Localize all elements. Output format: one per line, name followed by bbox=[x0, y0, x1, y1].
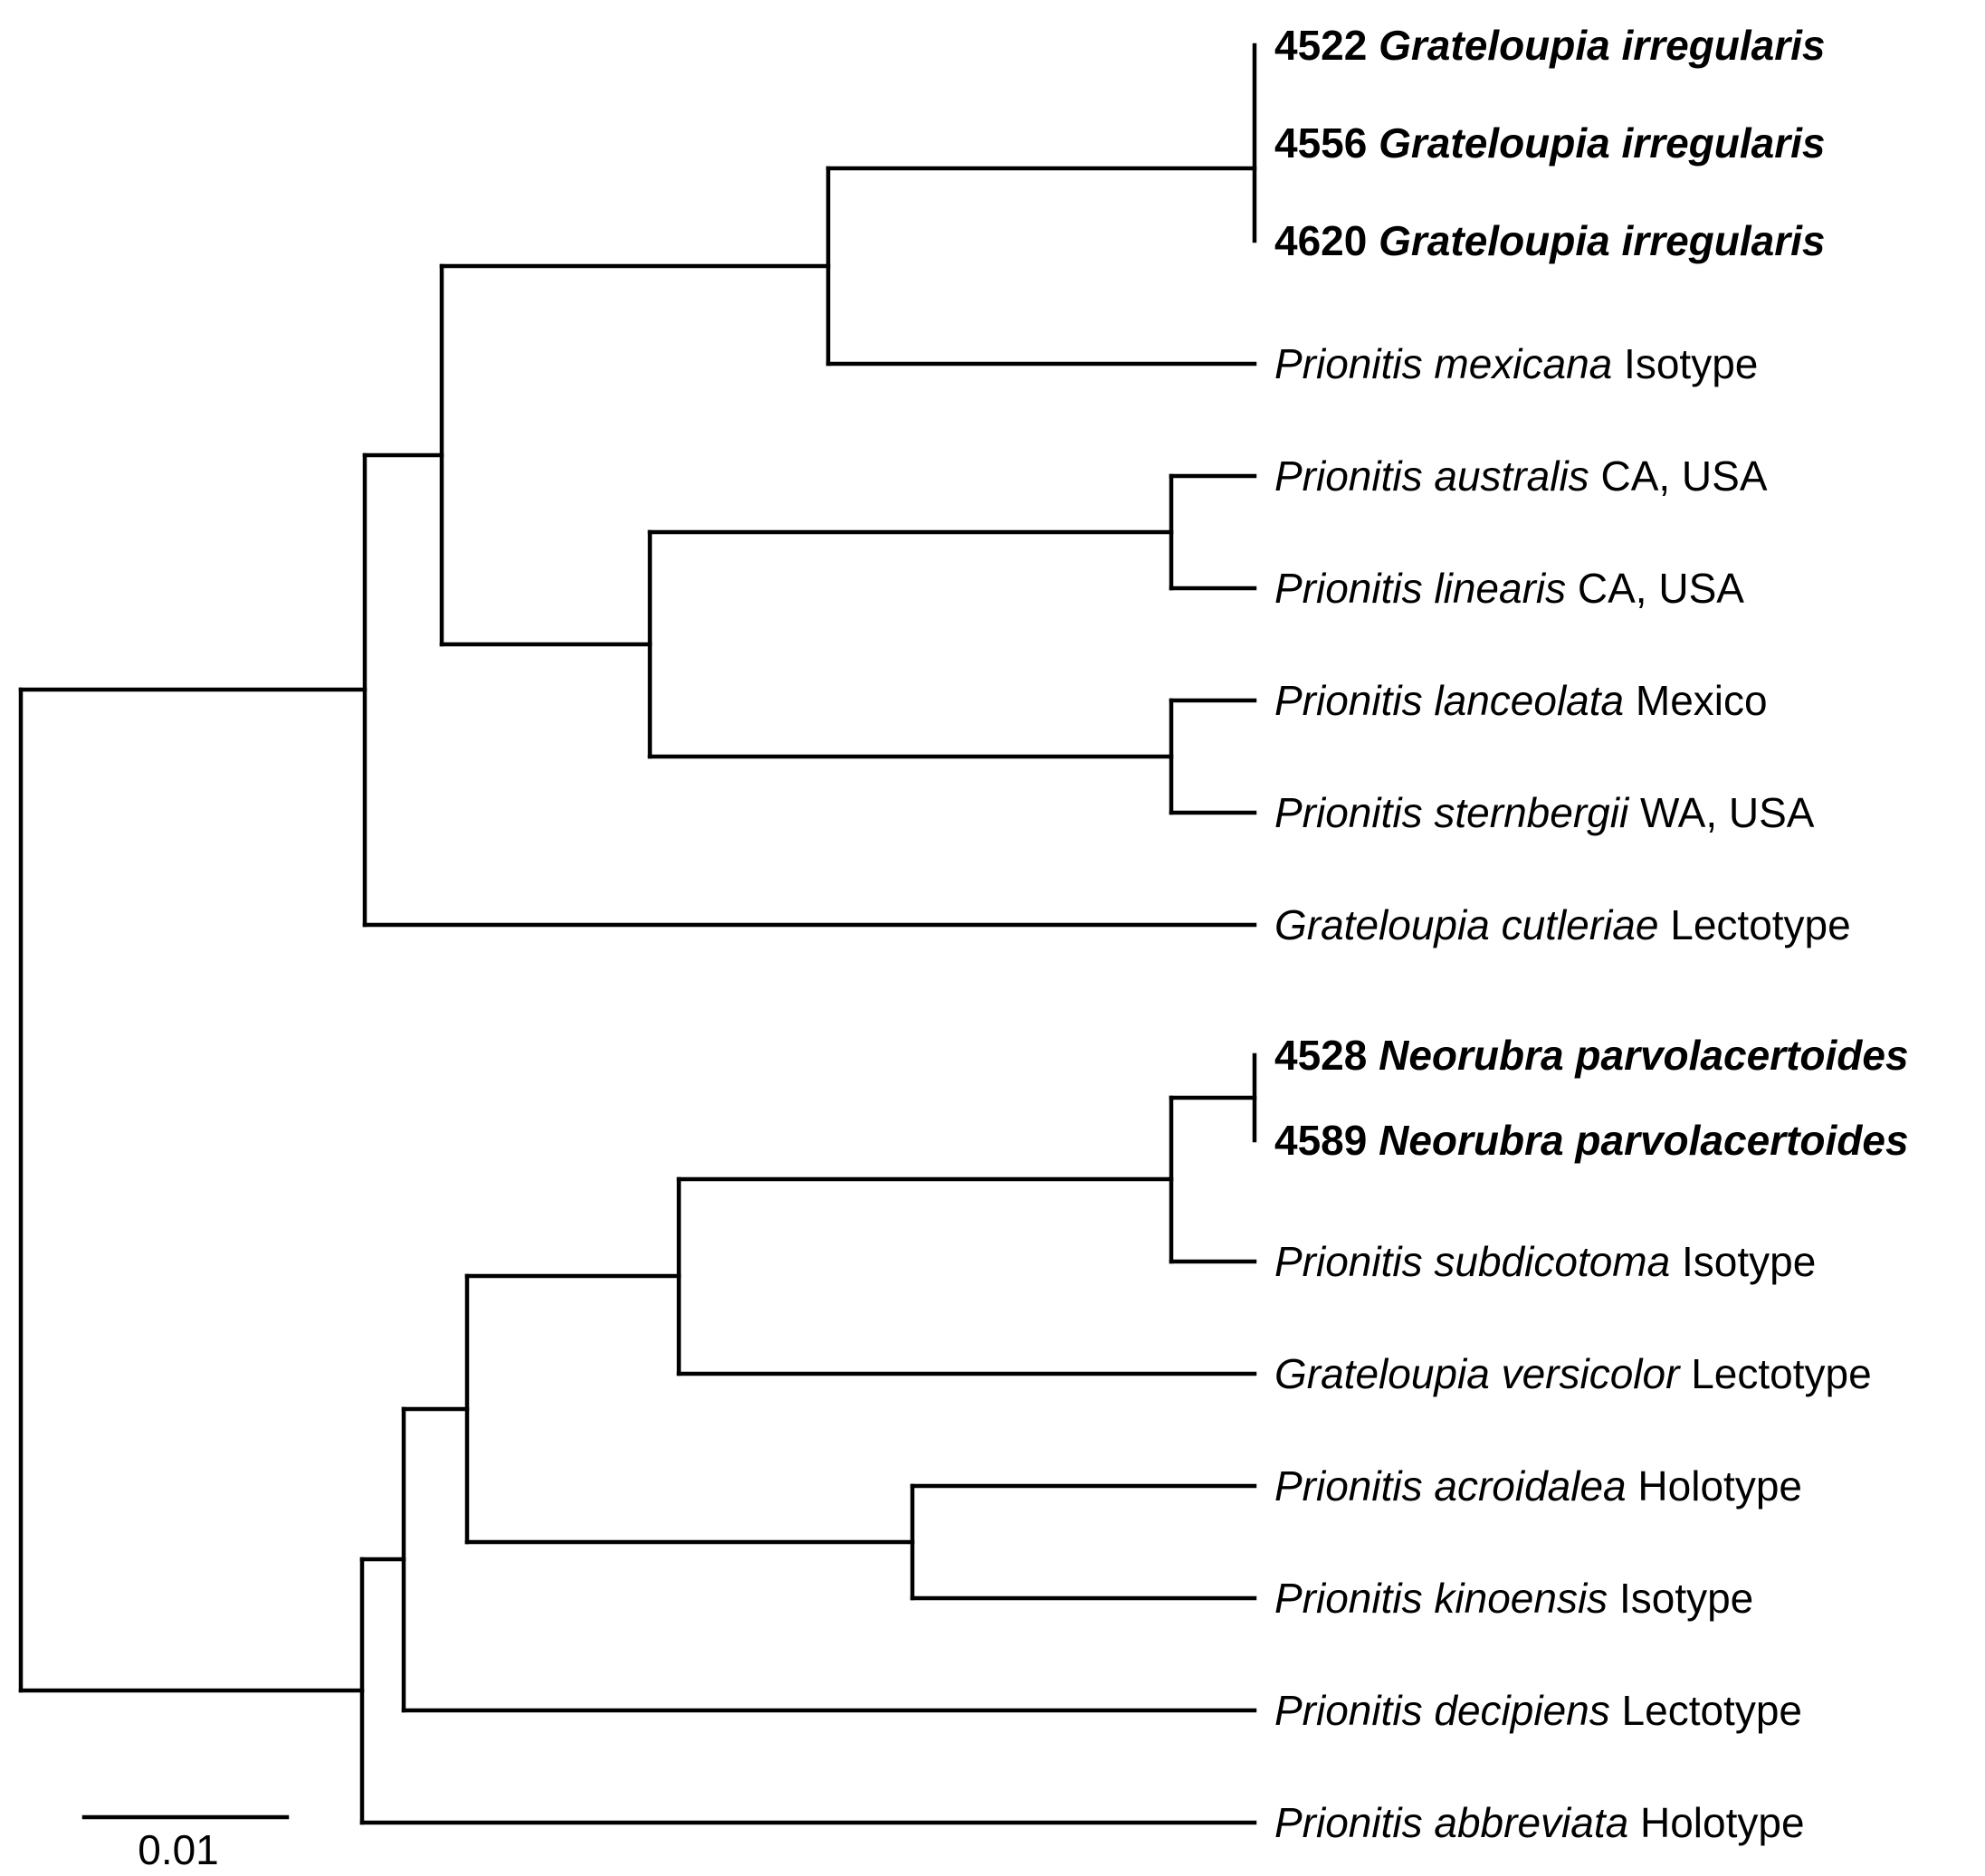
tip-note: WA, USA bbox=[1628, 789, 1815, 836]
tip-label: Prionitis subdicotoma Isotype bbox=[1274, 1238, 1816, 1285]
tip-id: 4522 bbox=[1274, 22, 1379, 69]
tip-label: Prionitis acroidalea Holotype bbox=[1274, 1462, 1802, 1509]
tip-name: Neorubra parvolacertoides bbox=[1379, 1117, 1908, 1164]
tip-name: Prionitis australis bbox=[1274, 452, 1589, 500]
tip-label: Prionitis abbreviata Holotype bbox=[1274, 1799, 1805, 1846]
tip-note: Mexico bbox=[1624, 677, 1767, 724]
tip-id: 4556 bbox=[1274, 119, 1379, 167]
tip-name: Grateloupia versicolor bbox=[1274, 1350, 1681, 1397]
tip-id: 4528 bbox=[1274, 1032, 1379, 1079]
tree-branches bbox=[18, 43, 1257, 1825]
tip-id: 4589 bbox=[1274, 1117, 1379, 1164]
tip-name: Prionitis mexicana bbox=[1274, 340, 1612, 387]
tip-label: Grateloupia cutleriae Lectotype bbox=[1274, 901, 1851, 948]
tip-note: CA, USA bbox=[1566, 565, 1744, 612]
tip-note: Holotype bbox=[1628, 1799, 1804, 1846]
tip-note: CA, USA bbox=[1589, 452, 1768, 500]
tip-name: Prionitis acroidalea bbox=[1274, 1462, 1627, 1509]
tip-note: Holotype bbox=[1627, 1462, 1802, 1509]
tip-note: Isotype bbox=[1612, 340, 1758, 387]
tip-label: 4620 Grateloupia irregularis bbox=[1274, 217, 1826, 264]
tip-label: 4522 Grateloupia irregularis bbox=[1274, 22, 1826, 69]
tip-label: Prionitis kinoensis Isotype bbox=[1274, 1575, 1753, 1622]
scale-bar: 0.01 bbox=[81, 1814, 290, 1873]
tip-label: Prionitis lanceolata Mexico bbox=[1274, 677, 1768, 724]
tip-name: Prionitis abbreviata bbox=[1274, 1799, 1628, 1846]
tip-label: Prionitis mexicana Isotype bbox=[1274, 340, 1758, 387]
scale-bar-label: 0.01 bbox=[138, 1826, 219, 1873]
tip-label: Grateloupia versicolor Lectotype bbox=[1274, 1350, 1872, 1397]
tip-id: 4620 bbox=[1274, 217, 1379, 264]
tip-label: 4589 Neorubra parvolacertoides bbox=[1274, 1117, 1909, 1164]
tip-label: Prionitis sternbergii WA, USA bbox=[1274, 789, 1815, 836]
tip-note: Lectotype bbox=[1658, 901, 1850, 948]
tip-name: Grateloupia irregularis bbox=[1379, 217, 1825, 264]
tip-name: Prionitis linearis bbox=[1274, 565, 1566, 612]
tip-label: 4528 Neorubra parvolacertoides bbox=[1274, 1032, 1909, 1079]
tip-label: Prionitis australis CA, USA bbox=[1274, 452, 1768, 500]
tip-note: Isotype bbox=[1608, 1575, 1753, 1622]
tip-name: Prionitis decipiens bbox=[1274, 1687, 1610, 1734]
tip-name: Prionitis sternbergii bbox=[1274, 789, 1630, 836]
tip-note: Lectotype bbox=[1679, 1350, 1871, 1397]
tip-name: Prionitis kinoensis bbox=[1274, 1575, 1608, 1622]
tip-name: Prionitis lanceolata bbox=[1274, 677, 1624, 724]
tip-name: Grateloupia irregularis bbox=[1379, 119, 1825, 167]
tip-label: 4556 Grateloupia irregularis bbox=[1274, 119, 1826, 167]
tip-note: Isotype bbox=[1670, 1238, 1816, 1285]
tip-label: Prionitis linearis CA, USA bbox=[1274, 565, 1744, 612]
tip-name: Neorubra parvolacertoides bbox=[1379, 1032, 1908, 1079]
tip-name: Prionitis subdicotoma bbox=[1274, 1238, 1670, 1285]
tip-name: Grateloupia cutleriae bbox=[1274, 901, 1658, 948]
tip-note: Lectotype bbox=[1610, 1687, 1802, 1734]
tip-label: Prionitis decipiens Lectotype bbox=[1274, 1687, 1802, 1734]
tip-name: Grateloupia irregularis bbox=[1379, 22, 1825, 69]
